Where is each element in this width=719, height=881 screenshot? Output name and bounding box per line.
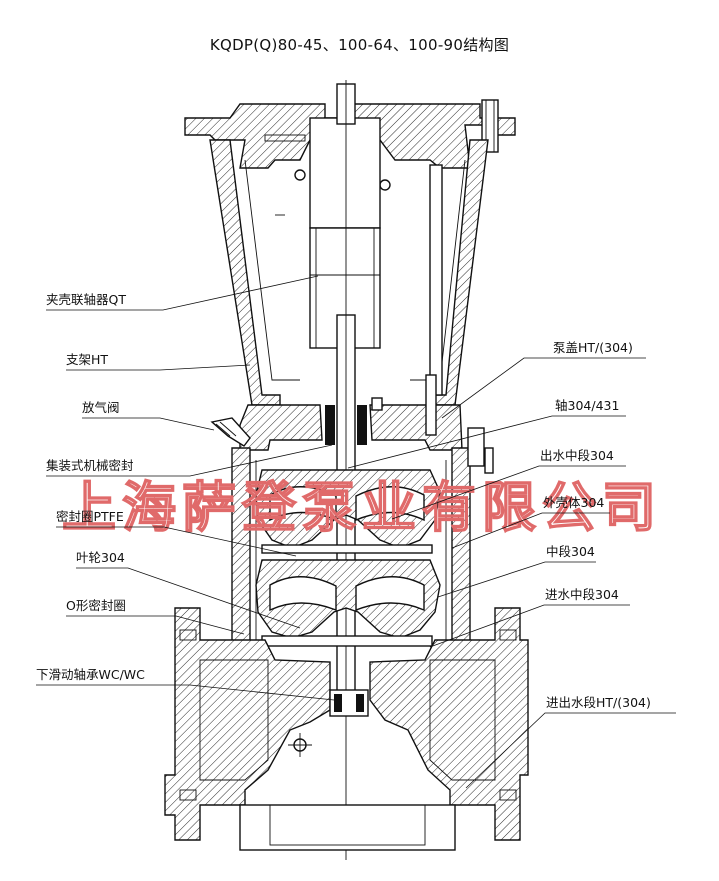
label-middle-stage: 中段304: [546, 544, 595, 559]
inlet-outlet-base: [164, 607, 529, 851]
stage-lower: [255, 559, 441, 647]
label-inlet-outlet-section: 进出水段HT/(304): [546, 695, 651, 710]
coupling: [309, 117, 443, 396]
label-impeller: 叶轮304: [76, 550, 125, 565]
label-mechanical-seal: 集装式机械密封: [46, 458, 134, 473]
label-bracket: 支架HT: [66, 352, 108, 367]
label-inlet-middle: 进水中段304: [545, 587, 619, 602]
pump-cover: [239, 374, 463, 451]
label-air-vent: 放气阀: [82, 400, 120, 415]
label-outer-casing: 外壳体304: [543, 495, 604, 510]
diagram-title: KQDP(Q)80-45、100-64、100-90结构图: [209, 36, 510, 54]
label-seal-ring: 密封圈PTFE: [56, 509, 124, 524]
lower-bearing: [329, 689, 369, 717]
air-vent-valve: [210, 417, 251, 447]
label-lower-bearing: 下滑动轴承WC/WC: [36, 667, 145, 682]
label-o-ring: O形密封圈: [66, 598, 126, 613]
label-coupling: 夹壳联轴器QT: [46, 292, 126, 307]
label-pump-cover: 泵盖HT/(304): [553, 340, 633, 355]
label-shaft: 轴304/431: [555, 398, 619, 413]
outer-casing: [231, 427, 494, 651]
left-labels: 夹壳联轴器QT 支架HT 放气阀 集装式机械密封 密封圈PTFE 叶轮304 O…: [36, 275, 335, 701]
watermark: 上海萨登泵业有限公司: [62, 476, 662, 539]
label-outlet-middle: 出水中段304: [540, 448, 614, 463]
stage-upper: [255, 469, 441, 554]
right-labels: 泵盖HT/(304) 轴304/431 出水中段304 外壳体304 中段304…: [347, 340, 676, 789]
